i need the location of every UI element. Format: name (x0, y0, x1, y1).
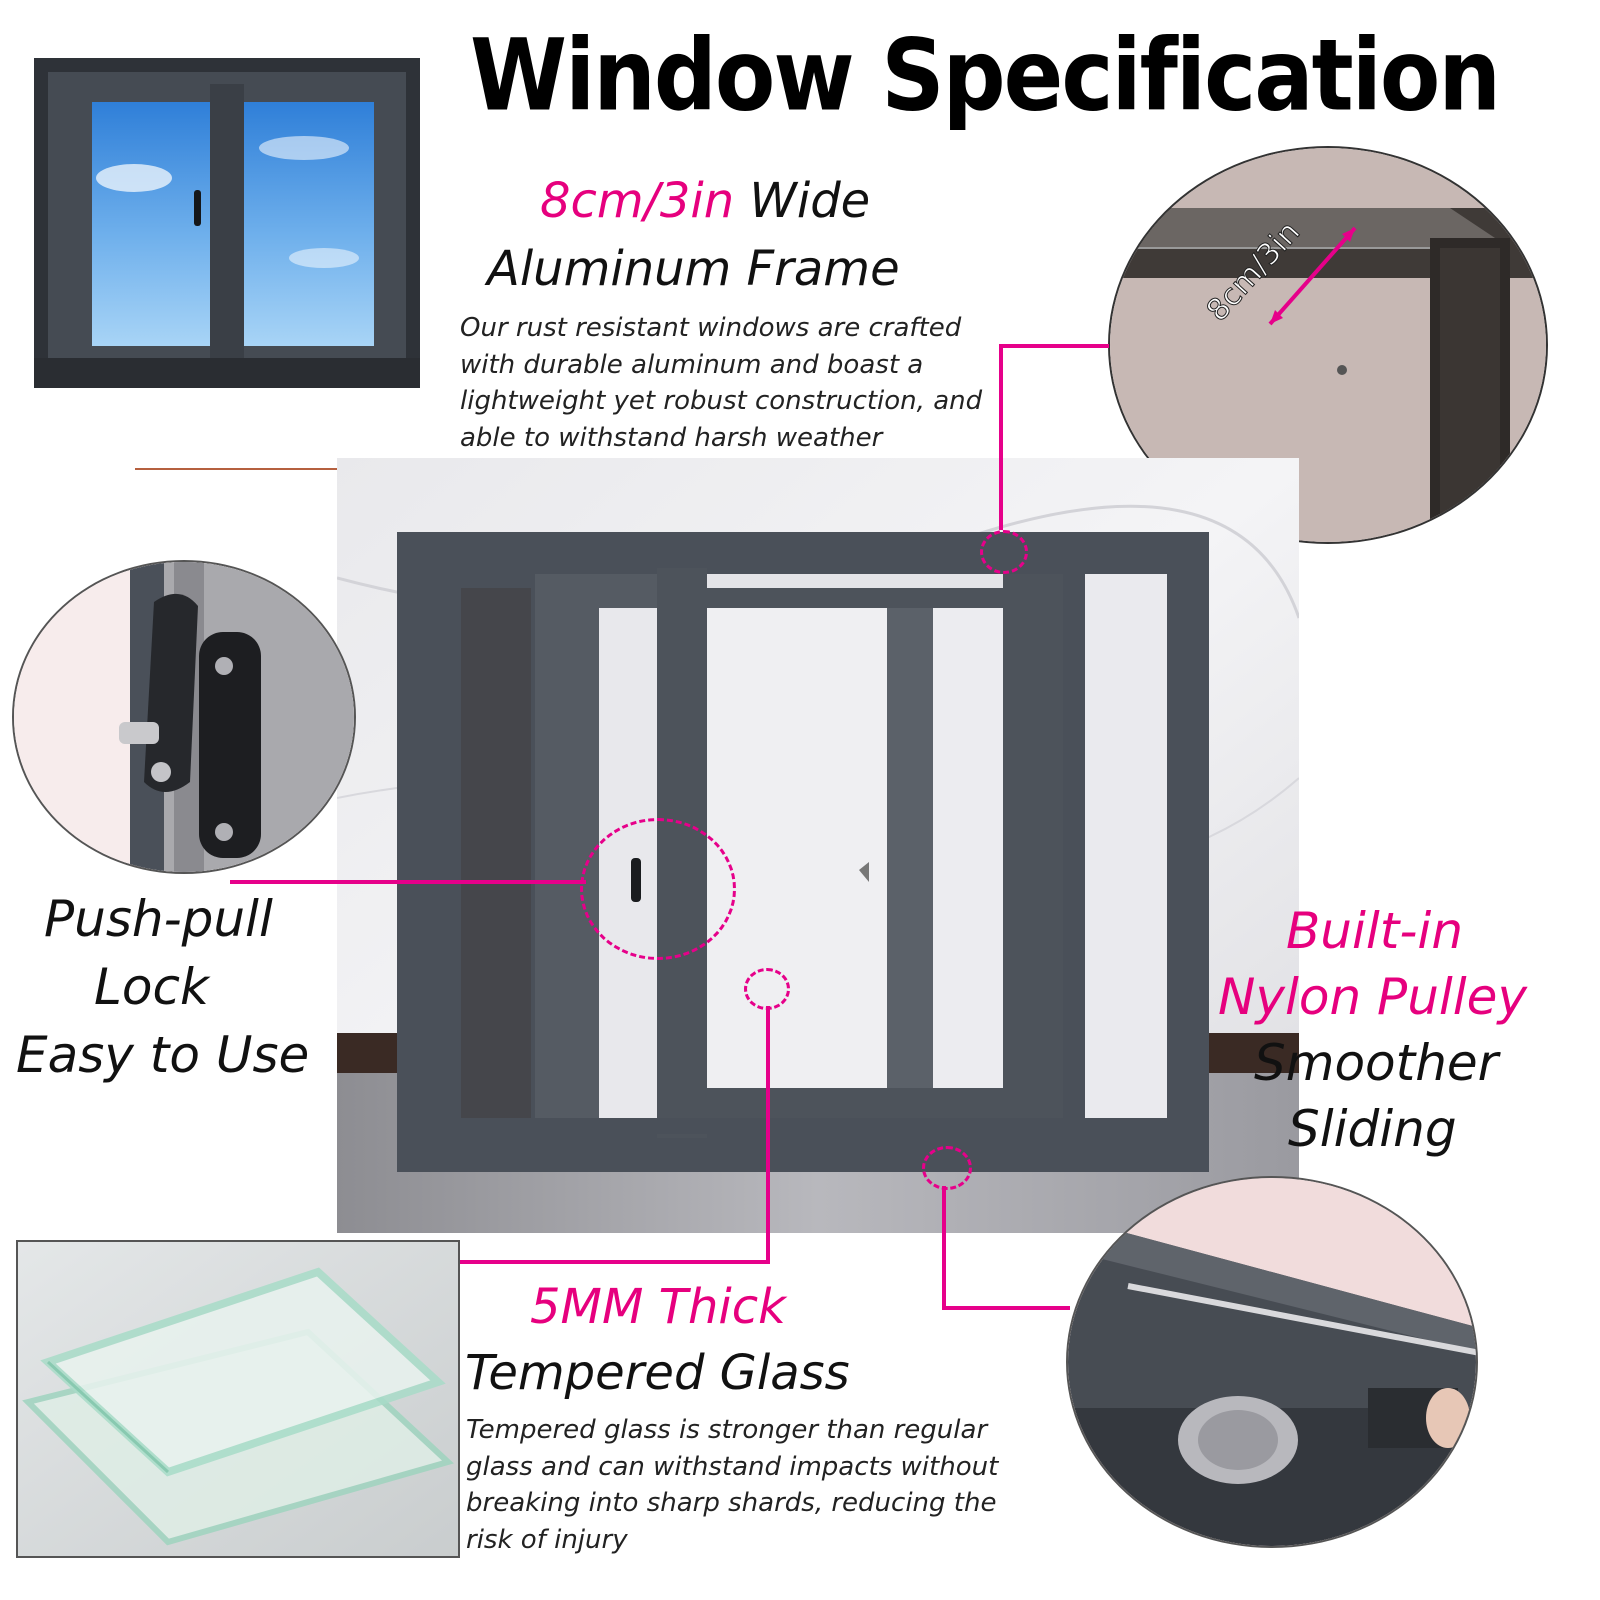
lock-line2: Lock (94, 958, 209, 1016)
frame-highlight: 8cm/3in (540, 173, 735, 229)
glass-highlight: 5MM Thick (530, 1279, 786, 1335)
tempered-glass-photo (16, 1240, 460, 1558)
pulley-callout-line-v (942, 1186, 946, 1310)
frame-callout-line-v (999, 344, 1003, 530)
glass-callout-line-v (766, 1006, 770, 1264)
glass-callout-line-h (460, 1260, 770, 1264)
product-thumbnail (34, 58, 420, 388)
pulley-line1: Built-in (1286, 902, 1464, 960)
lock-callout-marker (580, 818, 736, 960)
lock-line3: Easy to Use (16, 1026, 310, 1084)
pulley-closeup-photo (1066, 1176, 1478, 1548)
decorative-divider (135, 468, 435, 470)
lock-callout-line (230, 880, 586, 884)
frame-callout-marker (980, 530, 1028, 574)
glass-callout-marker (744, 968, 790, 1010)
page-title: Window Specification (470, 17, 1501, 134)
pulley-line3: Smoother (1254, 1034, 1499, 1092)
lock-line1: Push-pull (44, 890, 273, 948)
frame-callout-line-h (1001, 344, 1109, 348)
pulley-line2: Nylon Pulley (1218, 968, 1528, 1026)
glass-description: Tempered glass is stronger than regular … (466, 1415, 999, 1555)
glass-heading: Tempered Glass (465, 1345, 850, 1401)
frame-heading-line2: Aluminum Frame (487, 241, 900, 297)
main-window-image (336, 458, 1301, 1233)
frame-heading: 8cm/3in Wide (540, 170, 870, 232)
pulley-callout-marker (922, 1146, 972, 1190)
frame-heading-rest: Wide (734, 173, 871, 229)
pulley-callout-line-h (942, 1306, 1070, 1310)
pulley-line4: Sliding (1288, 1100, 1457, 1158)
lock-closeup-photo (12, 560, 356, 874)
